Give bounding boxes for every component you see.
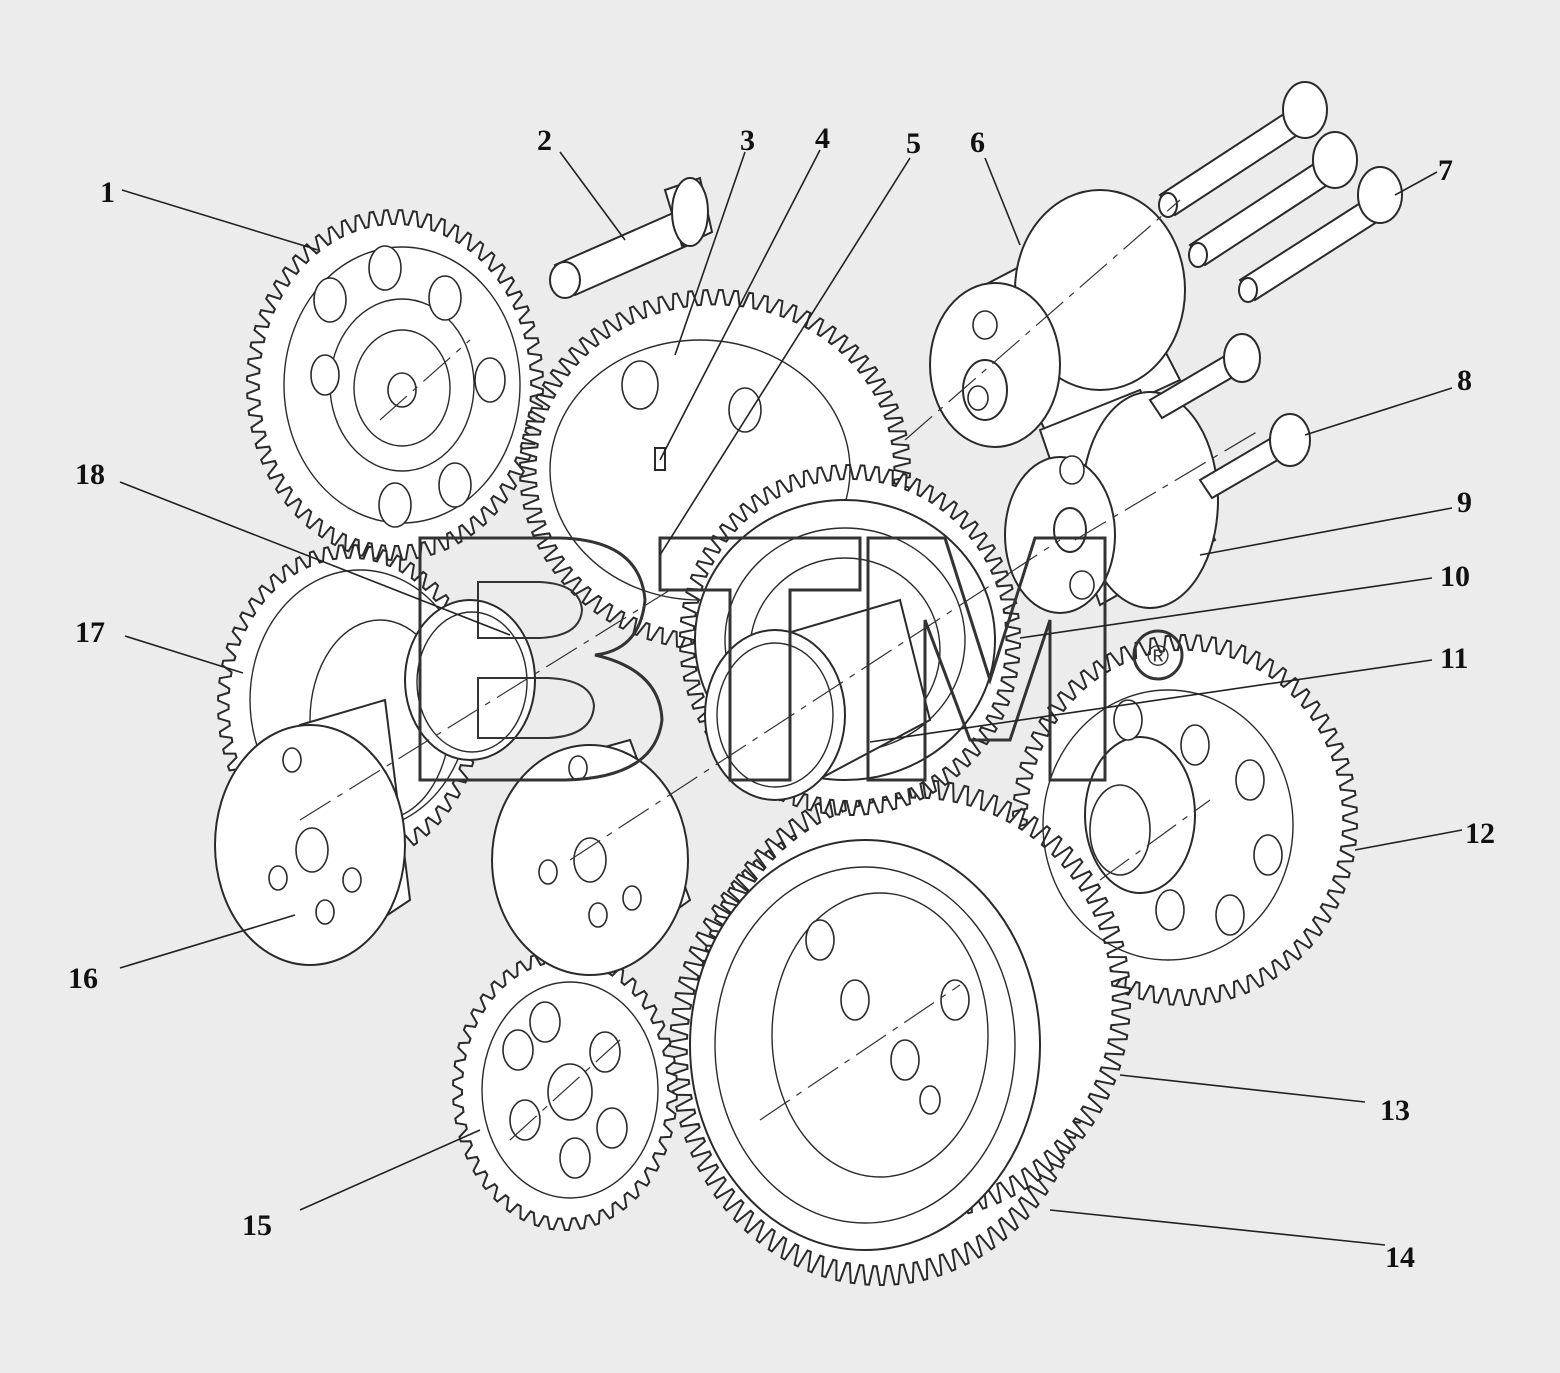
callout-1: 1	[100, 176, 115, 209]
callout-17: 17	[75, 616, 105, 649]
flange-16	[214, 698, 412, 966]
callout-10: 10	[1440, 560, 1470, 593]
callout-16: 16	[68, 962, 98, 995]
ring-18	[404, 599, 536, 761]
callout-7: 7	[1438, 154, 1453, 187]
callout-5: 5	[906, 127, 921, 160]
callout-3: 3	[740, 124, 755, 157]
flange-11	[491, 738, 692, 976]
callout-8: 8	[1457, 364, 1472, 397]
callout-11: 11	[1440, 642, 1468, 675]
callout-14: 14	[1385, 1241, 1415, 1274]
callout-9: 9	[1457, 486, 1472, 519]
bolts-7	[1158, 81, 1403, 303]
watermark-btm: ®	[418, 536, 1184, 782]
gear-14-detail	[689, 839, 1041, 1251]
registered-mark: ®	[1147, 640, 1169, 673]
callout-layer: 1 2 3 4 5 6 7 8 9 10 11 12 13 14 15 16 1	[68, 122, 1495, 1274]
gear-3-detail	[549, 339, 851, 601]
gear-1-detail	[283, 245, 521, 528]
gear-15-detail	[481, 981, 659, 1199]
hub-9	[1004, 388, 1219, 614]
sleeve-10	[704, 598, 932, 802]
center-axes	[299, 199, 1261, 1141]
bolt-2	[549, 176, 714, 299]
hub-6	[929, 189, 1186, 448]
callout-15: 15	[242, 1209, 272, 1242]
callout-6: 6	[970, 126, 985, 159]
callout-18: 18	[75, 458, 105, 491]
callout-13: 13	[1380, 1094, 1410, 1127]
callout-4: 4	[815, 122, 830, 155]
callout-12: 12	[1465, 817, 1495, 850]
gear-12-detail	[1042, 689, 1294, 961]
bolts-8	[1148, 333, 1311, 500]
parts-layer	[214, 81, 1403, 1251]
callout-2: 2	[537, 124, 552, 157]
